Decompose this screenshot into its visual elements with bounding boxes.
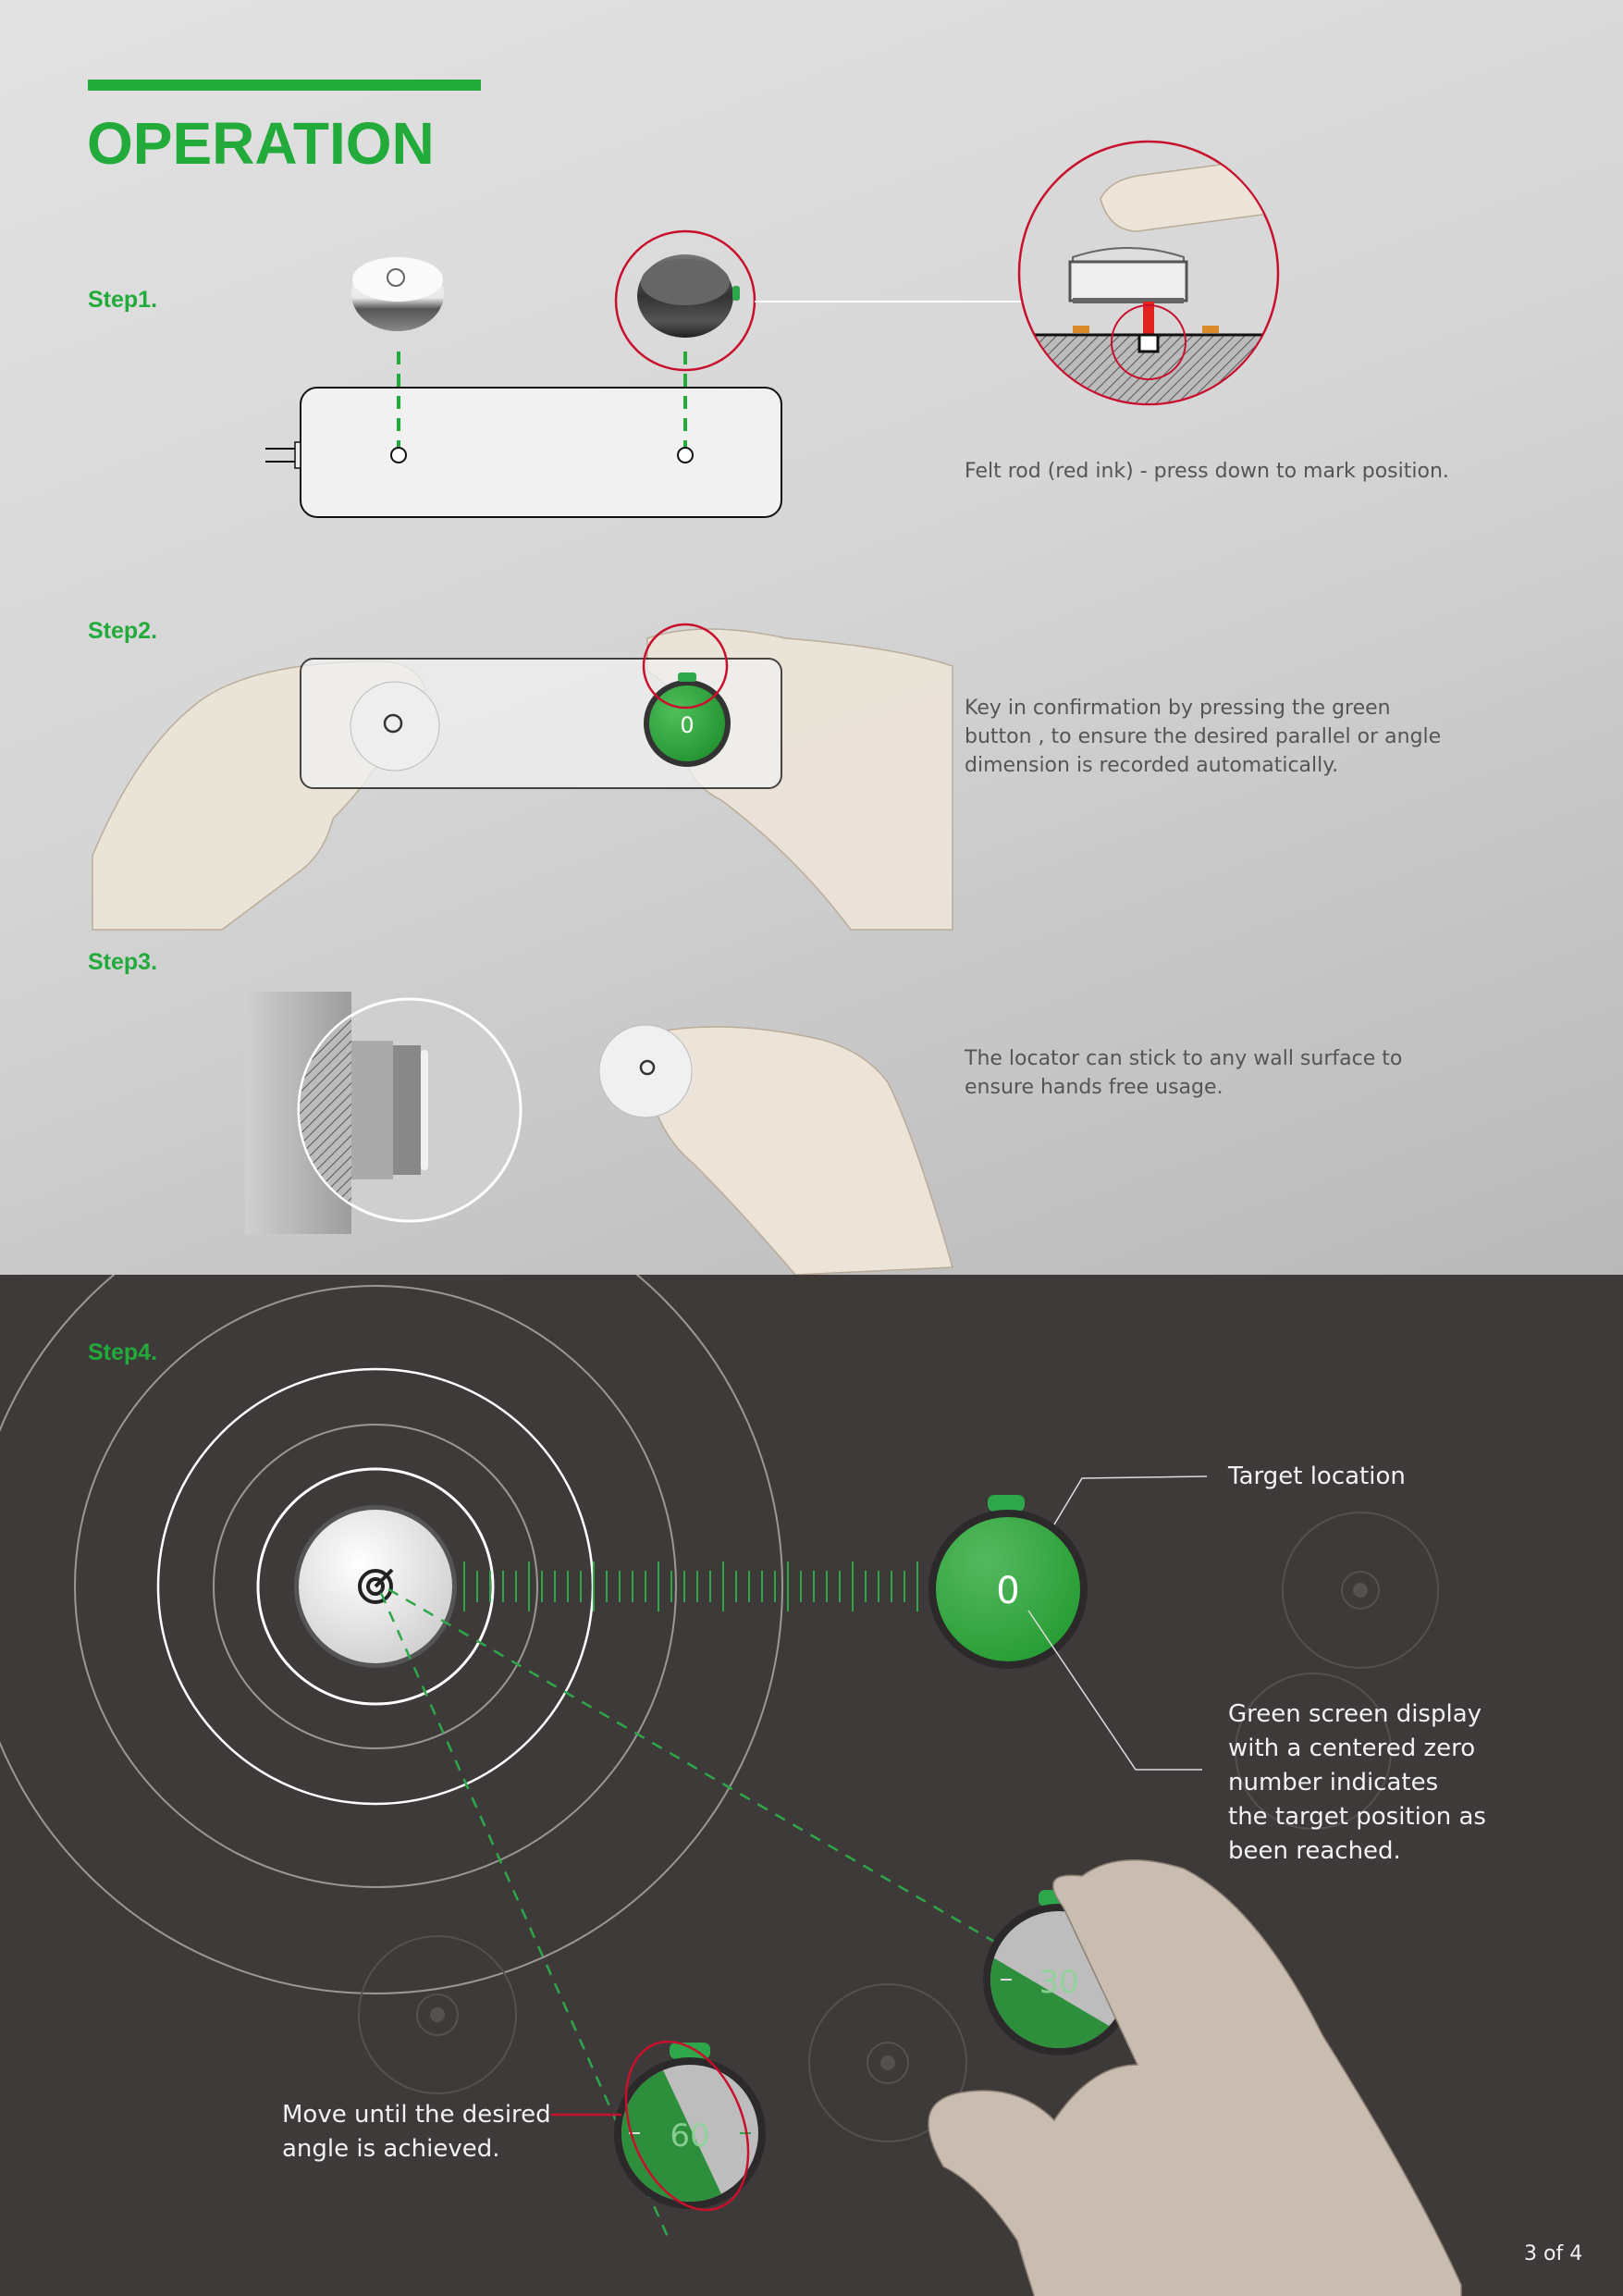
step1-description: Felt rod (red ink) - press down to mark … [965, 460, 1449, 483]
step4-label: Step4. [88, 1339, 158, 1365]
step3-label: Step3. [88, 949, 158, 975]
step2-label: Step2. [88, 618, 158, 644]
step2-display-value: 0 [680, 712, 694, 738]
dark-section: 0 30 60 [0, 1275, 1623, 2296]
distance-ruler [463, 1562, 918, 1611]
green-screen-callout: Green screen display with a centered zer… [1228, 1700, 1486, 1865]
dial-30-value: 30 [1039, 1964, 1078, 2001]
step3-illustration [245, 992, 953, 1275]
target-dial-value: 0 [996, 1570, 1019, 1612]
target-icon [358, 1568, 394, 1604]
page-title: OPERATION [87, 110, 435, 177]
page-number: 3 of 4 [1524, 2242, 1583, 2265]
step2-illustration: 0 [92, 623, 953, 931]
step4-illustration: 0 30 60 [0, 1275, 1462, 2296]
target-location-callout: Target location [1228, 1463, 1406, 1490]
title-accent-bar [88, 80, 481, 91]
move-angle-callout: Move until the desired angle is achieved… [282, 2101, 551, 2163]
step2-description: Key in confirmation by pressing the gree… [965, 697, 1442, 777]
step1-illustration [265, 140, 1280, 518]
step1-label: Step1. [88, 287, 158, 313]
step3-description: The locator can stick to any wall surfac… [965, 1047, 1403, 1099]
dial-60-value: 60 [670, 2117, 709, 2154]
